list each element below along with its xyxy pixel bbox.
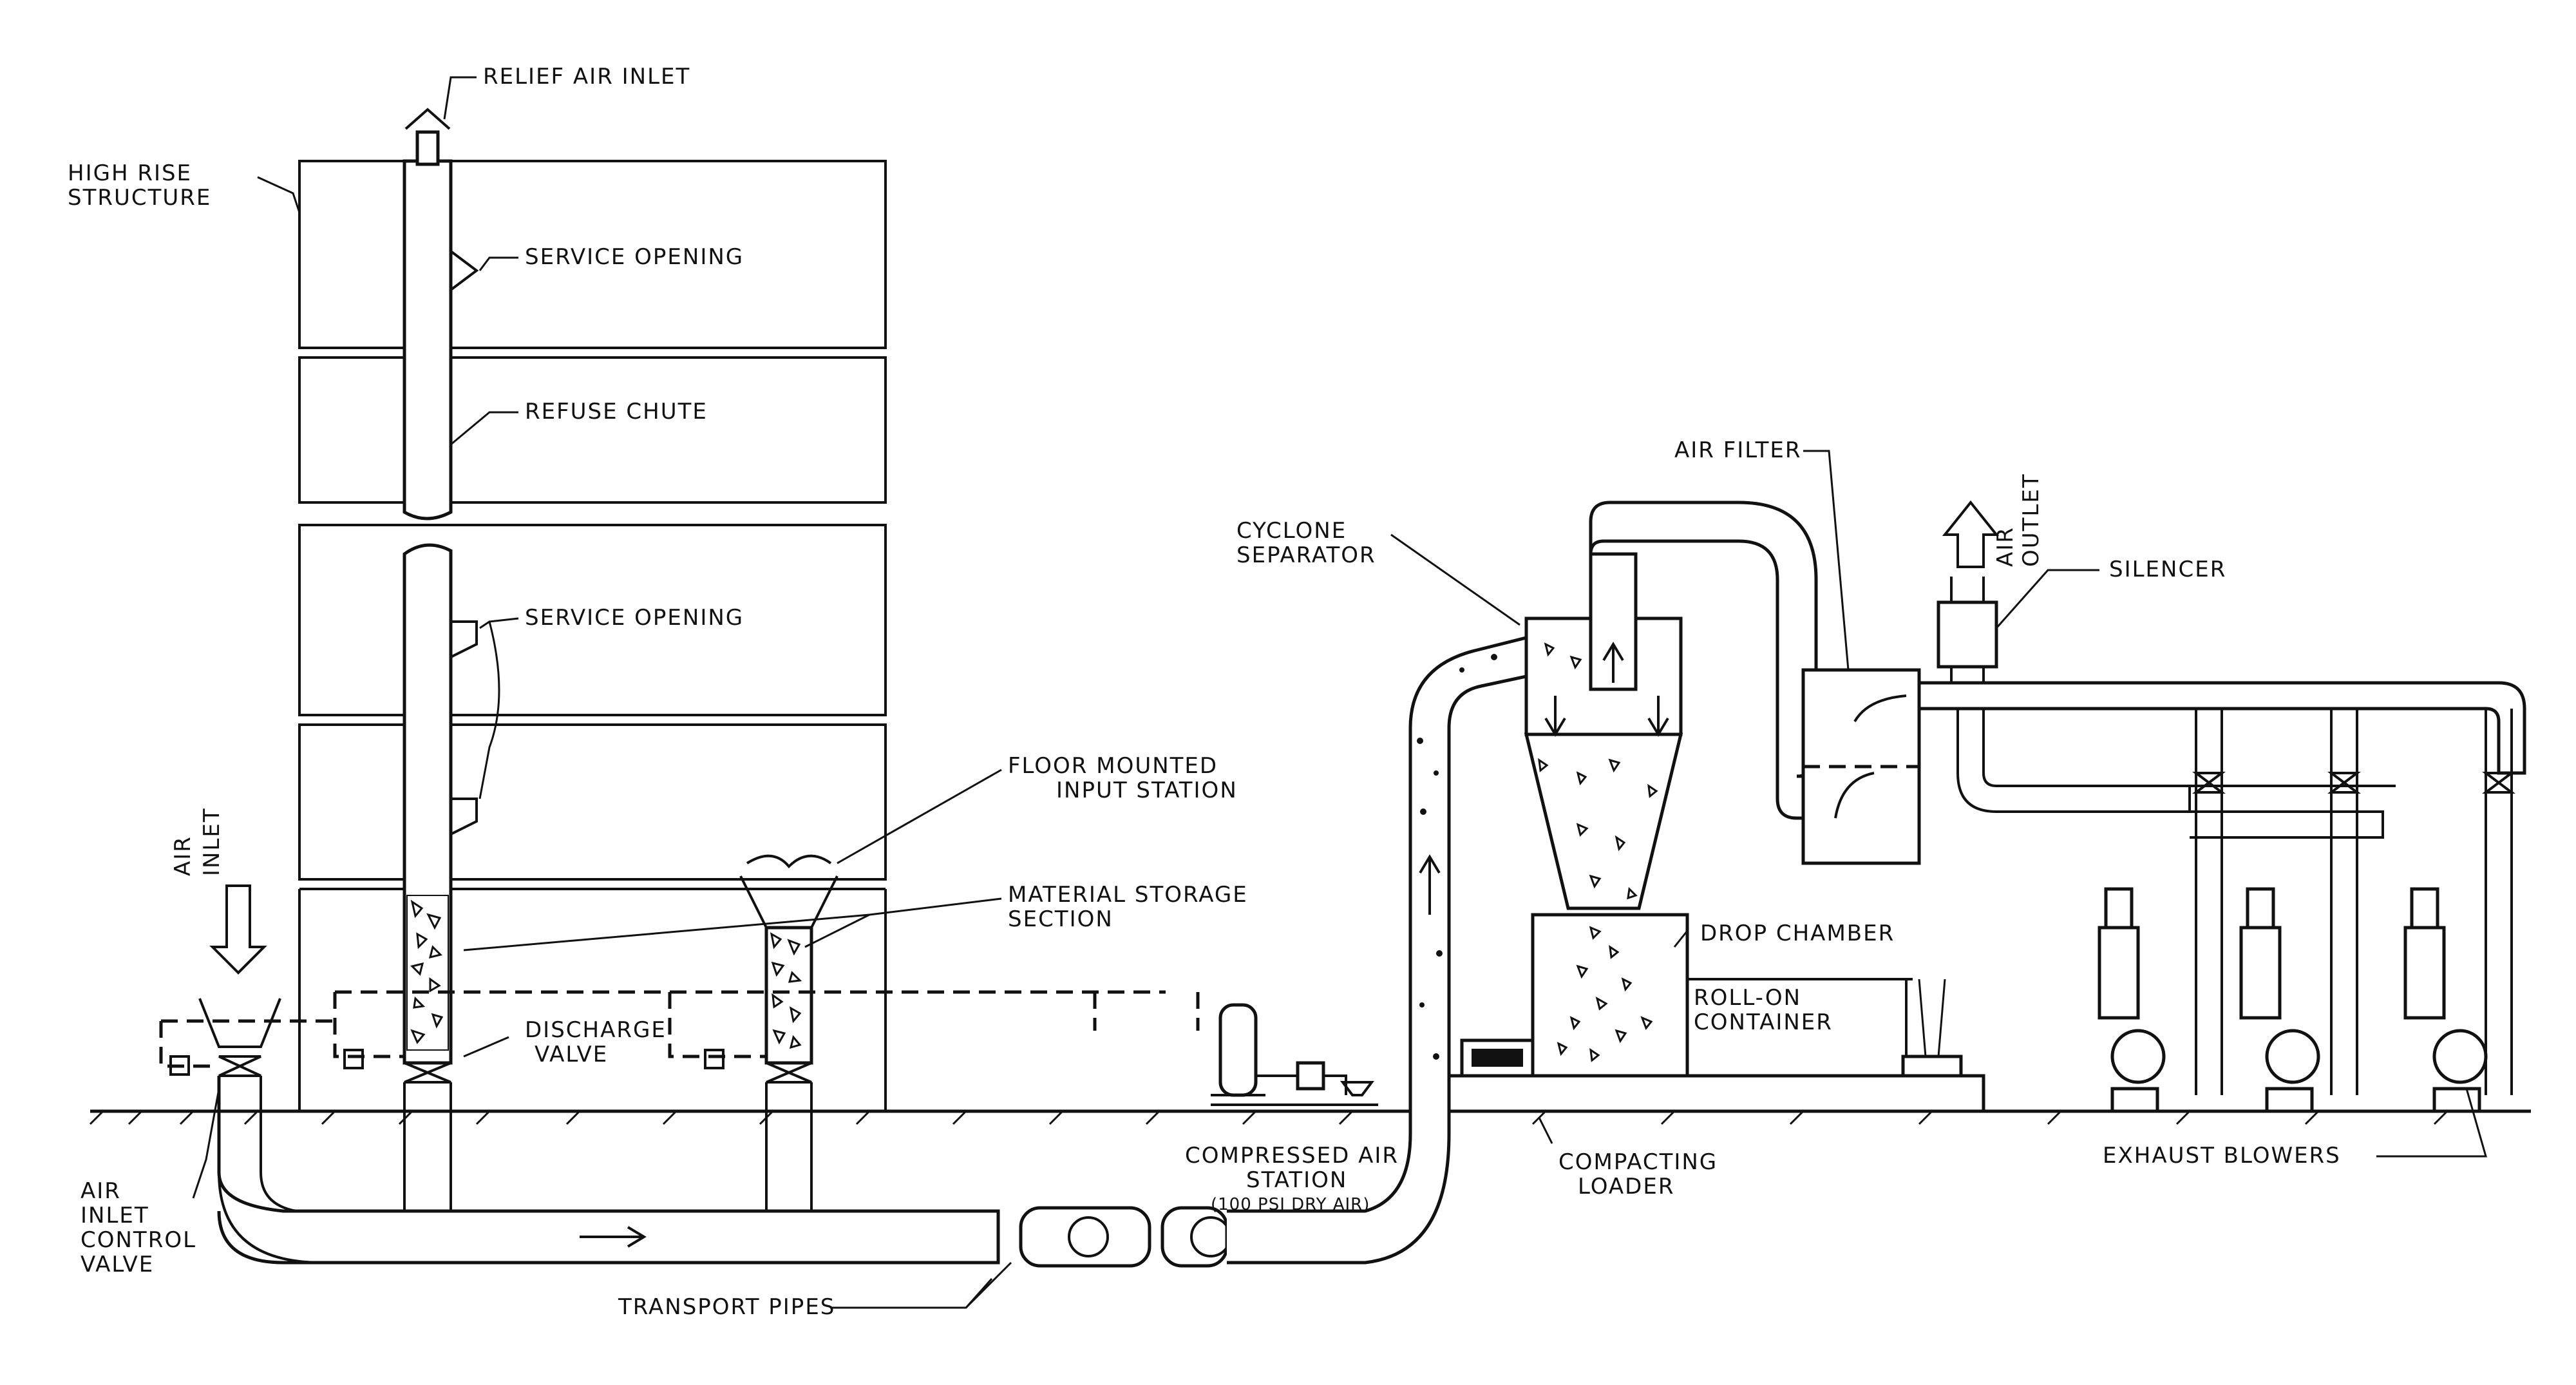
refuse-chute	[402, 108, 479, 1084]
label-compressed-air: COMPRESSED AIR	[1185, 1143, 1399, 1169]
label-section: SECTION	[1008, 906, 1113, 932]
exhaust-blower-2	[2239, 709, 2361, 1113]
ground-line	[89, 1109, 2531, 1125]
label-separator: SEPARATOR	[1236, 542, 1376, 568]
discharge-valve-2	[766, 1062, 812, 1084]
label-air-outlet-1: AIR	[1993, 526, 2018, 567]
label-aicv-control: CONTROL	[80, 1227, 196, 1253]
label-container: CONTAINER	[1694, 1009, 1833, 1035]
label-cyclone: CYCLONE	[1236, 518, 1347, 544]
label-relief-air-inlet: RELIEF AIR INLET	[483, 64, 690, 90]
label-discharge: DISCHARGE	[525, 1017, 667, 1043]
label-aicv-inlet: INLET	[80, 1203, 149, 1228]
cyclone-separator	[1524, 501, 1818, 910]
label-silencer: SILENCER	[2109, 557, 2226, 582]
label-input-station: INPUT STATION	[1056, 778, 1238, 803]
discharge-valve-1	[404, 1062, 451, 1084]
leader-lines	[192, 76, 2487, 1309]
control-lines	[159, 990, 1200, 1076]
floor-mounted-input-station	[739, 854, 838, 1084]
compressed-air-station	[1211, 1003, 1378, 1106]
label-drop-chamber: DROP CHAMBER	[1700, 921, 1895, 946]
label-material-storage: MATERIAL STORAGE	[1008, 882, 1248, 908]
label-exhaust-blowers: EXHAUST BLOWERS	[2103, 1143, 2341, 1169]
label-roll-on: ROLL-ON	[1694, 985, 1801, 1011]
compacting-loader	[1447, 1038, 1985, 1113]
label-valve: VALVE	[535, 1042, 608, 1067]
label-aicv-valve: VALVE	[80, 1252, 154, 1277]
exhaust-blower-3	[2403, 709, 2515, 1113]
text-labels: RELIEF AIR INLET HIGH RISE STRUCTURE SER…	[68, 64, 2341, 1320]
air-inlet-control-valve	[218, 1055, 261, 1077]
label-aicv-air: AIR	[80, 1178, 121, 1204]
label-air-inlet-1: AIR	[170, 836, 196, 876]
relief-air-inlet-cap	[404, 108, 451, 130]
service-opening-1	[450, 250, 479, 291]
label-compacting: COMPACTING	[1558, 1149, 1718, 1175]
air-filter	[1801, 668, 1921, 865]
label-loader: LOADER	[1578, 1174, 1674, 1199]
label-air-filter: AIR FILTER	[1674, 437, 1801, 463]
air-inlet-arrow	[209, 884, 267, 975]
label-service-opening-1: SERVICE OPENING	[525, 244, 744, 270]
label-structure: STRUCTURE	[68, 185, 211, 211]
silencer-box	[1937, 600, 1998, 669]
drop-chamber	[1531, 913, 1689, 1078]
air-outlet	[1937, 500, 2000, 686]
label-service-opening-2: SERVICE OPENING	[525, 605, 744, 631]
air-outlet-arrow	[1942, 500, 2000, 568]
exhaust-blower-1	[2098, 709, 2226, 1113]
label-floor-mounted: FLOOR MOUNTED	[1008, 753, 1218, 779]
label-refuse-chute: REFUSE CHUTE	[525, 399, 708, 425]
transport-pipes	[217, 635, 1528, 1268]
label-station: STATION	[1246, 1167, 1347, 1193]
air-inlet	[198, 884, 281, 1077]
label-air-inlet-2: INLET	[199, 807, 225, 876]
label-transport-pipes: TRANSPORT PIPES	[618, 1294, 835, 1320]
label-high-rise: HIGH RISE	[68, 160, 192, 186]
label-air-outlet-2: OUTLET	[2018, 473, 2044, 567]
label-dry-air: (100 PSI DRY AIR)	[1211, 1195, 1370, 1214]
high-rise-structure	[298, 160, 887, 1111]
